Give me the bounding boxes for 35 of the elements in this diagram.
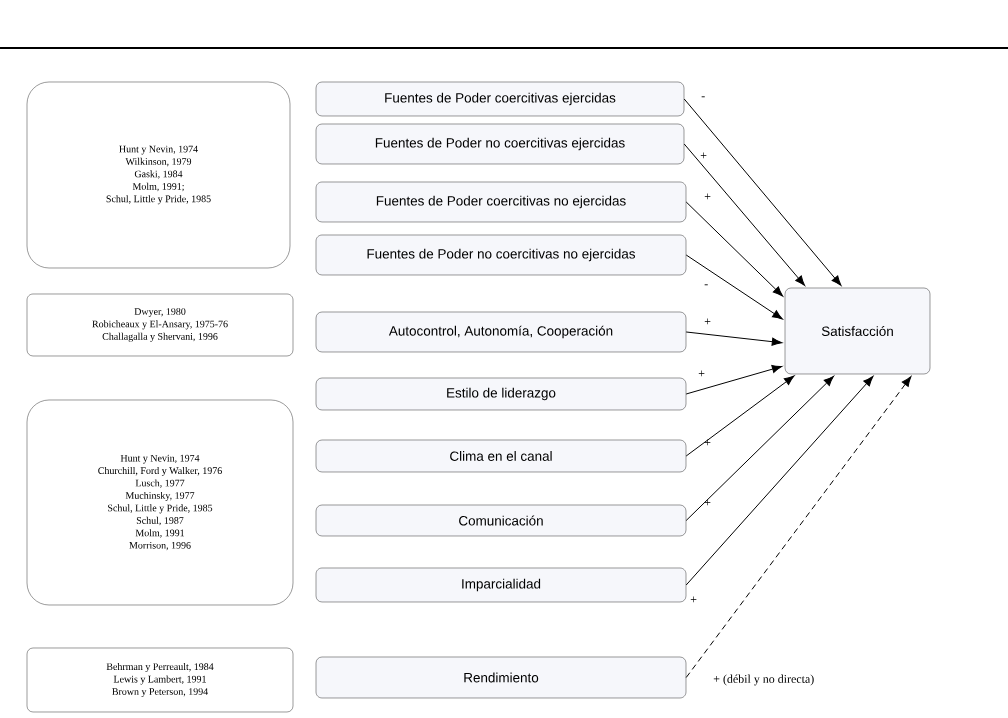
concept-box: Fuentes de Poder no coercitivas no ejercidas bbox=[315, 234, 687, 276]
arrow bbox=[685, 254, 783, 320]
concept-box: Comunicación bbox=[315, 504, 687, 537]
edge-label: + bbox=[704, 193, 711, 200]
arrow bbox=[685, 376, 912, 678]
arrow bbox=[683, 143, 806, 286]
concept-box: Fuentes de Poder no coercitivas ejercidas bbox=[315, 123, 685, 165]
edge-label: + bbox=[700, 152, 707, 159]
concept-box: Clima en el canal bbox=[315, 439, 687, 473]
arrow bbox=[685, 201, 784, 297]
concept-box: Fuentes de Poder coercitivas no ejercidas bbox=[315, 181, 687, 223]
concept-box: Imparcialidad bbox=[315, 567, 687, 603]
edge-label: - bbox=[704, 284, 708, 286]
reference-box: Hunt y Nevin, 1974 Wilkinson, 1979 Gaski, 1984 Molm, 1991; Schul, Little y Pride, 1985 bbox=[26, 81, 291, 269]
arrow bbox=[685, 376, 874, 586]
edge-label: + bbox=[704, 499, 711, 506]
reference-box: Hunt y Nevin, 1974 Churchill, Ford y Walker, 1976 Lusch, 1977 Muchinsky, 1977 Schul, Little y Pride, 1985 Schul, 1987 Molm, 1991 Morrison, 1996 bbox=[26, 399, 294, 606]
arrow bbox=[685, 375, 795, 457]
arrow bbox=[683, 98, 842, 286]
concept-box: Autocontrol, Autonomía, Cooperación bbox=[315, 311, 687, 353]
concept-box: Rendimiento bbox=[315, 656, 687, 699]
concept-box: Estilo de liderazgo bbox=[315, 377, 687, 411]
edge-label: + bbox=[698, 370, 705, 377]
arrow bbox=[685, 375, 834, 521]
edge-label: + bbox=[704, 318, 711, 325]
arrow bbox=[685, 365, 783, 395]
concept-box: Fuentes de Poder coercitivas ejercidas bbox=[315, 81, 685, 117]
reference-box: Dwyer, 1980 Robicheaux y El-Ansary, 1975-76 Challagalla y Shervani, 1996 bbox=[26, 293, 294, 357]
edge-label: + bbox=[704, 439, 711, 446]
reference-box: Behrman y Perreault, 1984 Lewis y Lambert, 1991 Brown y Peterson, 1994 bbox=[26, 647, 294, 713]
concept-box: Satisfacción bbox=[784, 287, 931, 375]
edge-label: - bbox=[701, 96, 705, 98]
edge-label: + (débil y no directa) bbox=[713, 674, 814, 686]
edge-label: + bbox=[690, 596, 697, 603]
arrow bbox=[685, 331, 783, 346]
